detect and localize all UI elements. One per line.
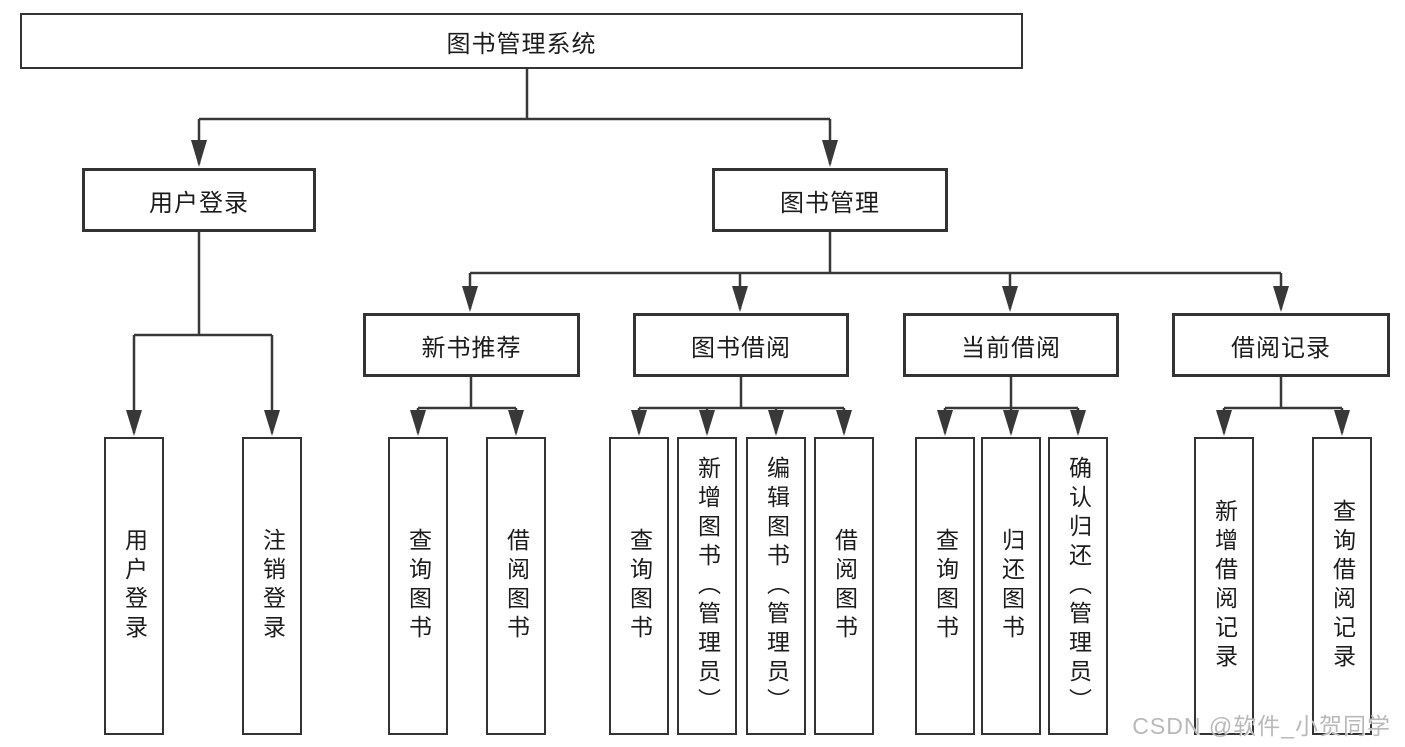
leaf-recommend-query-books-label: 查询图书 — [405, 528, 432, 644]
node-new-book-recommend: 新书推荐 — [363, 313, 580, 377]
node-user-login-label: 用户登录 — [149, 189, 249, 217]
leaf-borrow-borrow-books: 借阅图书 — [814, 437, 874, 735]
leaf-recommend-query-books: 查询图书 — [388, 437, 448, 735]
csdn-watermark: CSDN @软件_小贺同学 — [1132, 713, 1391, 739]
leaf-borrow-add-books-admin: 新增图书（管理员） — [677, 437, 737, 735]
leaf-borrow-query-books-label: 查询图书 — [626, 528, 653, 644]
leaf-current-query-books: 查询图书 — [915, 437, 975, 735]
node-root-library-system: 图书管理系统 — [20, 13, 1023, 69]
leaf-borrow-query-books: 查询图书 — [609, 437, 669, 735]
node-current-borrow: 当前借阅 — [903, 313, 1119, 377]
leaf-borrow-borrow-books-label: 借阅图书 — [831, 528, 858, 644]
leaf-user-login-label: 用户登录 — [121, 528, 148, 644]
leaf-records-query-record-label: 查询借阅记录 — [1329, 499, 1356, 673]
leaf-current-return-books-label: 归还图书 — [998, 528, 1025, 644]
node-book-management: 图书管理 — [712, 168, 948, 232]
leaf-logout-label: 注销登录 — [259, 528, 286, 644]
node-book-management-label: 图书管理 — [780, 189, 880, 217]
leaf-current-confirm-return-admin: 确认归还（管理员） — [1048, 437, 1108, 735]
leaf-borrow-edit-books-admin-label: 编辑图书（管理员） — [763, 455, 790, 717]
leaf-current-confirm-return-admin-label: 确认归还（管理员） — [1065, 455, 1092, 717]
leaf-user-login: 用户登录 — [104, 437, 164, 735]
leaf-current-return-books: 归还图书 — [981, 437, 1041, 735]
node-borrow-records-label: 借阅记录 — [1231, 334, 1331, 362]
leaf-current-query-books-label: 查询图书 — [932, 528, 959, 644]
node-user-login: 用户登录 — [82, 168, 316, 232]
leaf-records-add-record: 新增借阅记录 — [1194, 437, 1254, 735]
node-borrow-records: 借阅记录 — [1172, 313, 1390, 377]
leaf-records-query-record: 查询借阅记录 — [1312, 437, 1372, 735]
leaf-borrow-add-books-admin-label: 新增图书（管理员） — [694, 455, 721, 717]
node-current-borrow-label: 当前借阅 — [961, 334, 1061, 362]
leaf-borrow-edit-books-admin: 编辑图书（管理员） — [746, 437, 806, 735]
node-book-borrow-label: 图书借阅 — [691, 334, 791, 362]
node-book-borrow: 图书借阅 — [633, 313, 849, 377]
leaf-records-add-record-label: 新增借阅记录 — [1211, 499, 1238, 673]
leaf-recommend-borrow-books-label: 借阅图书 — [503, 528, 530, 644]
leaf-logout: 注销登录 — [242, 437, 302, 735]
leaf-recommend-borrow-books: 借阅图书 — [486, 437, 546, 735]
node-root-label: 图书管理系统 — [446, 30, 597, 58]
node-new-book-recommend-label: 新书推荐 — [421, 334, 522, 362]
